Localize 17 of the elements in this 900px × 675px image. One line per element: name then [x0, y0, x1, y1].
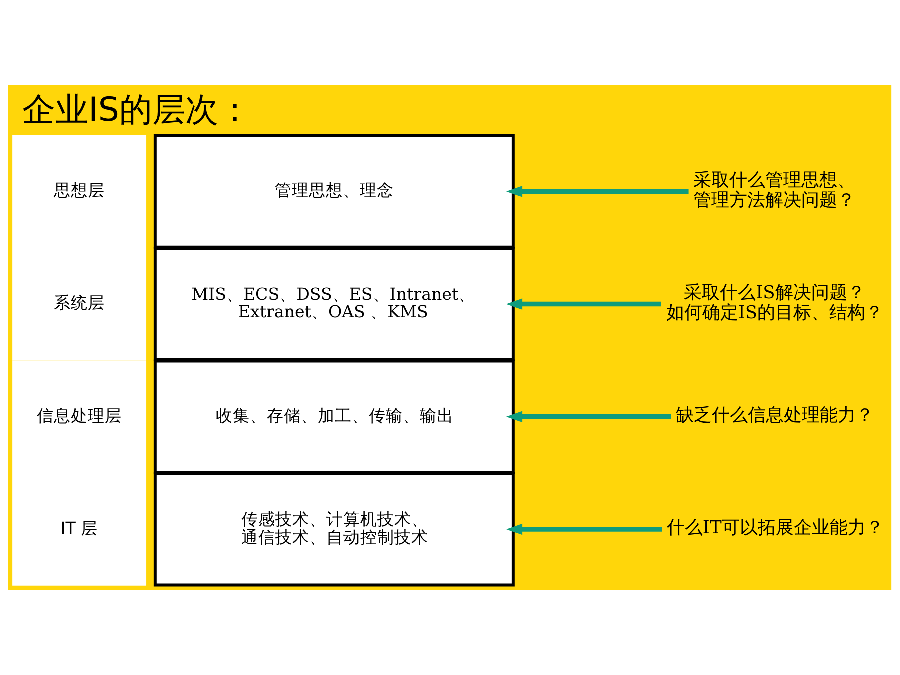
node-box: 管理思想、理念	[154, 134, 515, 249]
node-box: 收集、存储、加工、传输、输出	[154, 360, 515, 474]
node-text: 什么IT可以拓展企业能力？	[666, 518, 884, 539]
arrow	[506, 524, 662, 536]
node-text: 采取什么IS解决问题？如何确定IS的目标、结构？	[666, 282, 884, 324]
diagram-title: 企业IS的层次：	[22, 90, 252, 130]
arrow	[506, 411, 672, 423]
node-label: 系统层	[54, 294, 106, 313]
node-box: MIS、ECS、DSS、ES、Intranet、Extranet、OAS 、KMS	[154, 247, 515, 362]
node-text: 缺乏什么信息处理能力？	[676, 405, 874, 426]
arrow	[506, 186, 689, 198]
node-label: IT 层	[60, 518, 98, 538]
node-text: 采取什么管理思想、管理方法解决问题？	[694, 170, 856, 211]
node-box: 传感技术、计算机技术、通信技术、自动控制技术	[154, 472, 515, 587]
node-label: 思想层	[54, 181, 106, 200]
node-label: 信息处理层	[37, 406, 122, 426]
arrow	[506, 298, 662, 310]
